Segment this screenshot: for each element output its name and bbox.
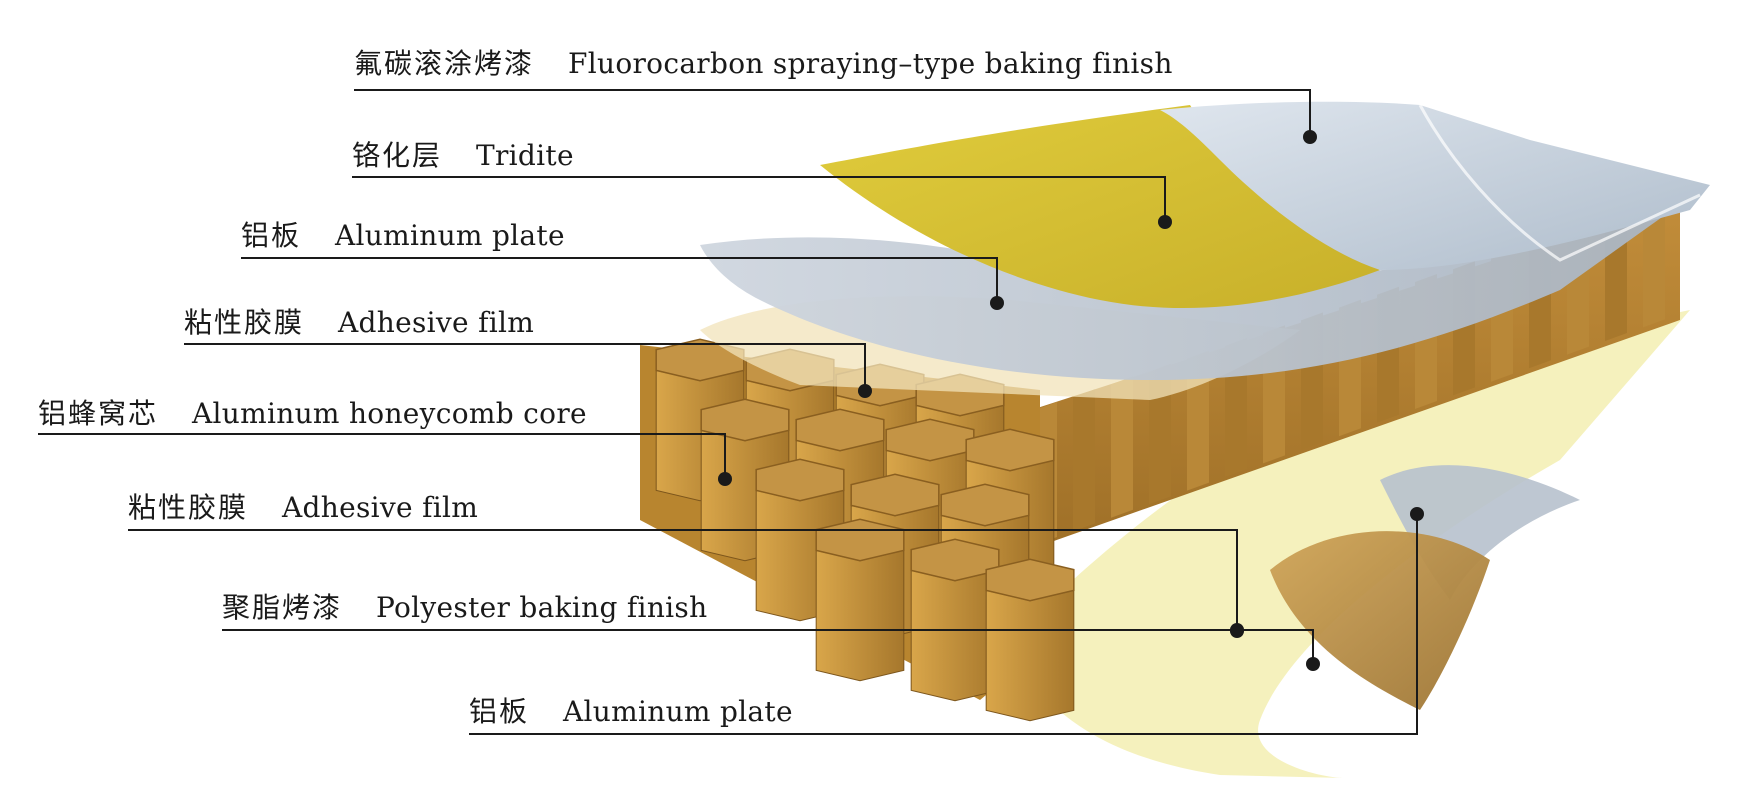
honeycomb-cell-top — [985, 558, 1075, 602]
honeycomb-cell-top — [755, 458, 845, 502]
leader-dot — [718, 472, 732, 486]
label-adhesive-film-bottom-cn: 粘性胶膜 — [128, 491, 249, 524]
honeycomb-fin — [1073, 389, 1095, 532]
label-honeycomb-core-cn: 铝蜂窝芯 — [38, 397, 159, 430]
leader-dot — [1303, 130, 1317, 144]
label-honeycomb-core: 铝蜂窝芯 Aluminum honeycomb core — [38, 398, 587, 430]
honeycomb-cell-top — [700, 398, 790, 442]
leader-line — [128, 529, 1238, 631]
label-polyester-cn: 聚脂烤漆 — [222, 591, 343, 624]
tridite-sheet — [820, 105, 1380, 309]
honeycomb-fin — [1111, 376, 1133, 518]
leader-line — [352, 176, 1166, 222]
honeycomb-cell-side — [815, 549, 905, 682]
leader-line — [469, 514, 1418, 735]
label-adhesive-film-bottom-en: Adhesive film — [282, 491, 479, 524]
label-fluorocarbon-cn: 氟碳滚涂烤漆 — [354, 47, 535, 80]
label-aluminum-plate-bottom-cn: 铝板 — [469, 695, 530, 728]
leader-line — [184, 343, 866, 391]
fluorocarbon-sheet-edge — [1418, 104, 1701, 262]
honeycomb-cell-side — [985, 589, 1075, 722]
honeycomb-cell-top — [850, 473, 940, 517]
label-adhesive-film-top-en: Adhesive film — [338, 306, 535, 339]
bottom-brown-curl — [1270, 531, 1490, 710]
honeycomb-cell-top — [940, 483, 1030, 527]
fluorocarbon-sheet — [1160, 101, 1710, 270]
leader-dot — [1230, 623, 1244, 637]
label-fluorocarbon-en: Fluorocarbon spraying–type baking finish — [568, 47, 1173, 80]
honeycomb-cell-top — [965, 428, 1055, 472]
label-aluminum-plate-bottom: 铝板 Aluminum plate — [469, 696, 793, 728]
label-tridite-cn: 铬化层 — [352, 139, 443, 172]
honeycomb-cell-top — [910, 538, 1000, 582]
leader-dot — [990, 296, 1004, 310]
leader-line — [38, 433, 726, 479]
leader-line — [241, 257, 998, 303]
label-polyester: 聚脂烤漆 Polyester baking finish — [222, 592, 707, 624]
label-fluorocarbon: 氟碳滚涂烤漆 Fluorocarbon spraying–type baking … — [354, 48, 1173, 80]
label-tridite: 铬化层 Tridite — [352, 140, 574, 172]
leader-lines — [38, 89, 1424, 735]
leader-dot — [858, 384, 872, 398]
label-tridite-en: Tridite — [476, 139, 574, 172]
label-aluminum-plate-top: 铝板 Aluminum plate — [241, 220, 565, 252]
label-honeycomb-core-en: Aluminum honeycomb core — [192, 397, 587, 430]
honeycomb-cell-top — [885, 418, 975, 462]
honeycomb-cell-top — [795, 408, 885, 452]
leader-dot — [1306, 657, 1320, 671]
leader-dot — [1410, 507, 1424, 521]
leader-line — [222, 629, 1314, 664]
label-aluminum-plate-top-cn: 铝板 — [241, 219, 302, 252]
leader-dot — [1158, 215, 1172, 229]
label-polyester-en: Polyester baking finish — [376, 591, 708, 624]
label-adhesive-film-top: 粘性胶膜 Adhesive film — [184, 307, 534, 339]
label-adhesive-film-top-cn: 粘性胶膜 — [184, 306, 305, 339]
label-aluminum-plate-top-en: Aluminum plate — [335, 219, 565, 252]
leader-line — [354, 89, 1311, 137]
label-adhesive-film-bottom: 粘性胶膜 Adhesive film — [128, 492, 478, 524]
honeycomb-fin — [1643, 197, 1665, 328]
label-aluminum-plate-bottom-en: Aluminum plate — [563, 695, 793, 728]
